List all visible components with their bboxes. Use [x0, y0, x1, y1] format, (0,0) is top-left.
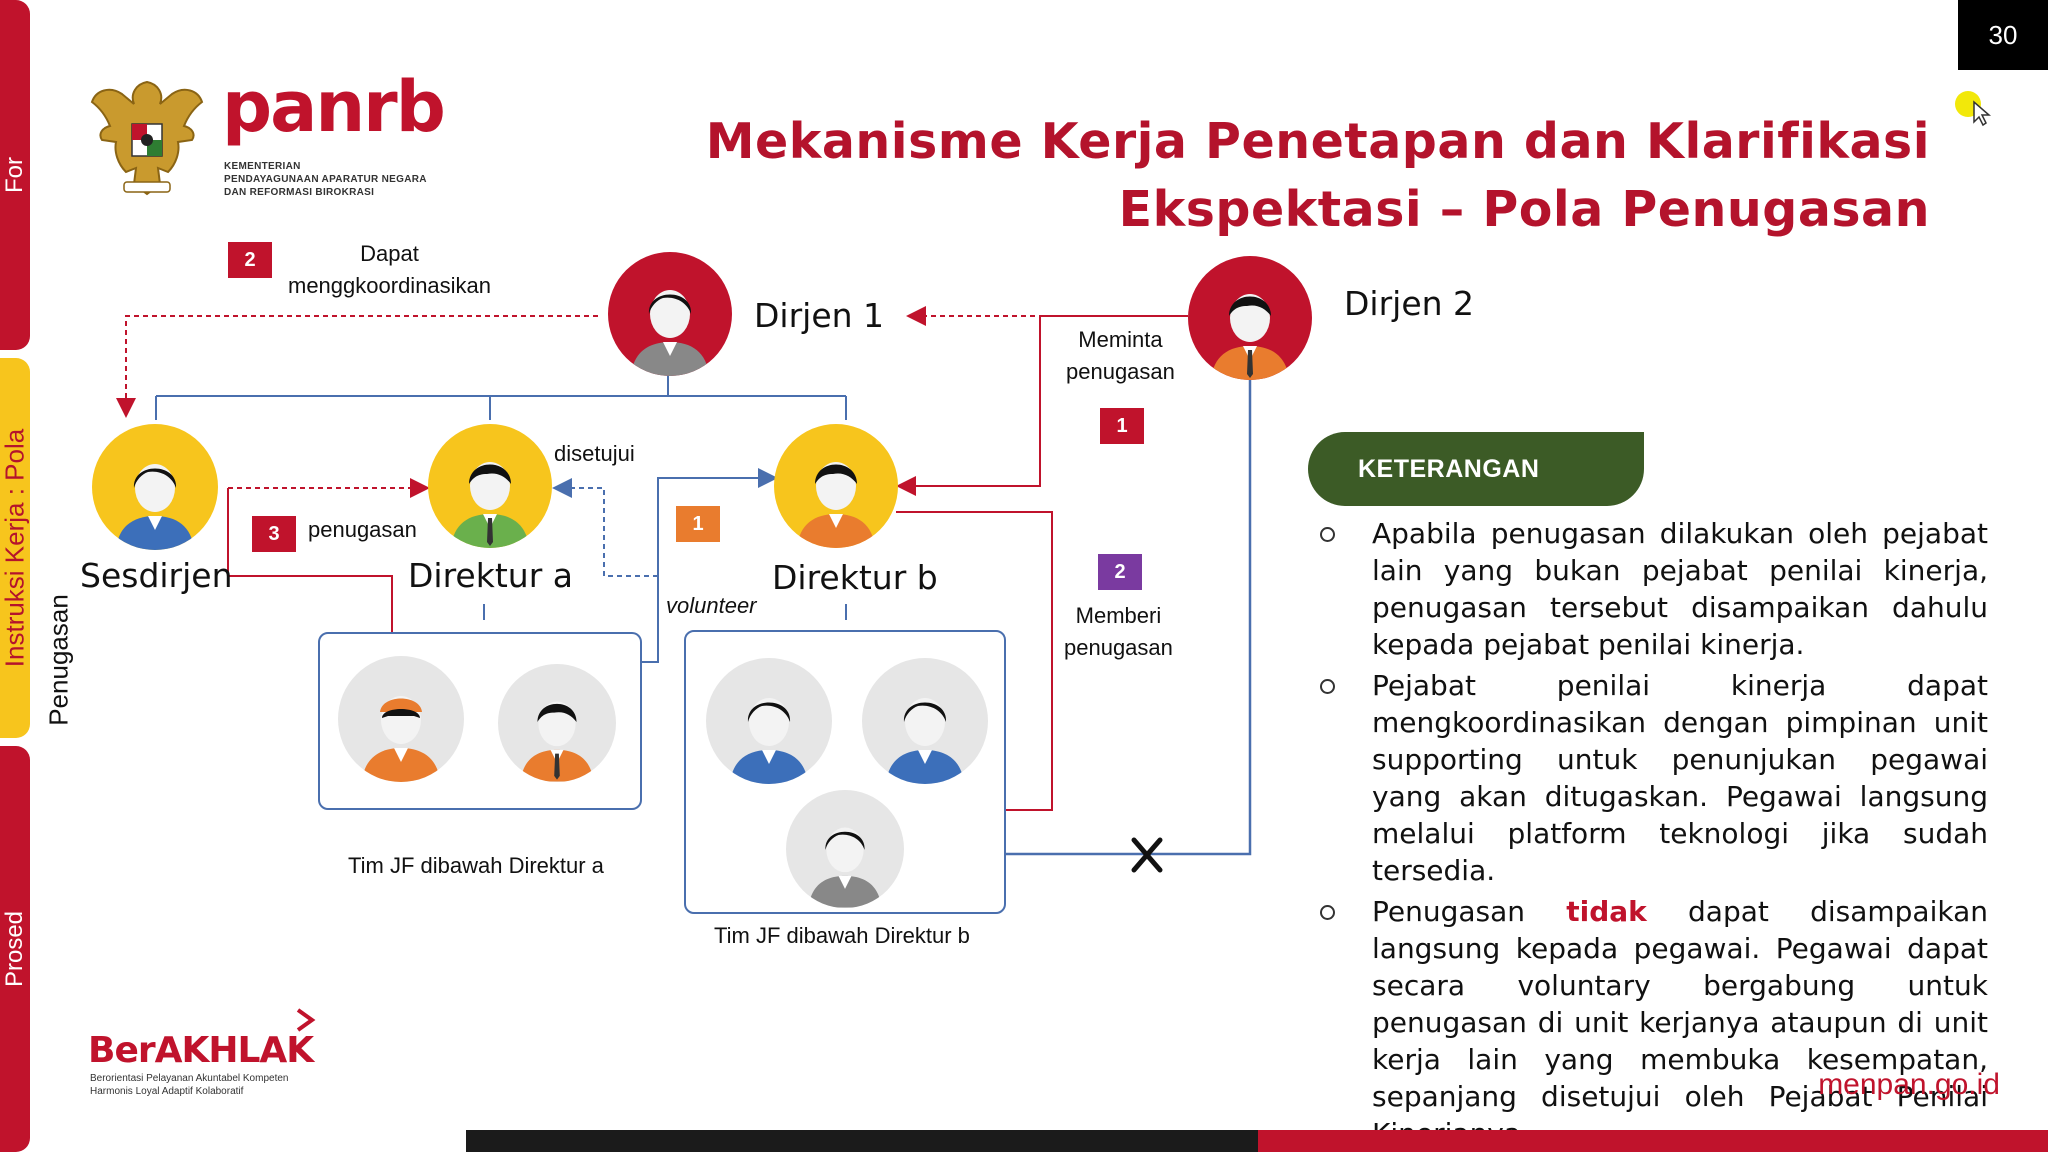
page-title-line2: Ekspektasi – Pola Penugasan — [1118, 181, 1930, 238]
label-direktur-a: Direktur a — [408, 556, 573, 595]
page-number: 30 — [1958, 0, 2048, 70]
berakhlak-tagline: Berorientasi Pelayanan Akuntabel Kompete… — [90, 1073, 289, 1097]
keterangan-item-3: Penugasan tidak dapat disampaikan langsu… — [1320, 893, 1988, 1152]
badge-penugasan: 3 — [252, 516, 296, 552]
bullet-circle-icon — [1320, 527, 1335, 542]
cursor-highlight-icon — [1955, 91, 1992, 127]
blocked-x-icon — [1131, 837, 1163, 873]
team-a-caption: Tim JF dibawah Direktur a — [348, 853, 604, 878]
avatar-team-b-3 — [786, 790, 904, 908]
avatar-team-b-1 — [706, 658, 832, 784]
connector-volunteer — [636, 468, 778, 663]
badge-dapat: 2 — [228, 242, 272, 278]
connector-disetujui — [552, 478, 658, 577]
keterangan-item-2: Pejabat penilai kinerja dapat mengkoordi… — [1320, 667, 1988, 889]
badge-memberi: 2 — [1098, 554, 1142, 590]
connector-dirjen2-blocked — [905, 376, 1252, 867]
avatar-sesdirjen — [92, 424, 218, 550]
keterangan-item-1: Apabila penugasan dilakukan oleh pejabat… — [1320, 515, 1988, 663]
annotation-volunteer: volunteer — [666, 593, 757, 618]
annotation-dapat-koordinasi: Dapat menggkoordinasikan — [288, 241, 492, 298]
website-link[interactable]: menpan.go.id — [1818, 1068, 2000, 1101]
connector-dapat-koordinasi — [116, 315, 598, 418]
page-title-line1: Mekanisme Kerja Penetapan dan Klarifikas… — [705, 113, 1930, 170]
panrb-logo: panrb — [222, 66, 446, 148]
avatar-dirjen2 — [1188, 256, 1312, 380]
berakhlak-chevron-icon — [296, 1008, 316, 1032]
bullet-circle-icon — [1320, 679, 1335, 694]
connector-penugasan-team-a — [227, 488, 402, 666]
badge-volunteer: 1 — [676, 506, 720, 542]
connector-meminta-penugasan — [896, 315, 1188, 496]
annotation-meminta-penugasan: Meminta penugasan — [1066, 327, 1175, 384]
side-tab-bottom[interactable]: Prosed — [0, 746, 30, 1152]
label-dirjen2: Dirjen 2 — [1344, 284, 1475, 323]
person-female-icon — [730, 698, 808, 784]
annotation-memberi-penugasan: Memberi penugasan — [1064, 603, 1173, 660]
avatar-dirjen1 — [608, 252, 732, 376]
person-male-icon — [520, 701, 594, 782]
label-direktur-b: Direktur b — [772, 558, 938, 597]
annotation-penugasan: penugasan — [308, 517, 417, 542]
keterangan-list: Apabila penugasan dilakukan oleh pejabat… — [1320, 515, 1988, 1152]
person-female-icon — [631, 290, 709, 376]
page-title: Mekanisme Kerja Penetapan dan Klarifikas… — [706, 108, 1930, 244]
avatar-direktur-b — [774, 424, 898, 548]
badge-meminta: 1 — [1100, 408, 1144, 444]
person-female-icon — [116, 464, 194, 550]
hierarchy-lines — [155, 356, 847, 620]
avatar-team-a-1 — [338, 656, 464, 782]
person-female-icon — [808, 827, 882, 908]
avatar-team-b-2 — [862, 658, 988, 784]
person-male-icon — [797, 462, 875, 548]
label-dirjen1: Dirjen 1 — [754, 296, 885, 335]
person-female-icon — [886, 698, 964, 784]
person-female-icon — [362, 696, 440, 782]
team-b-caption: Tim JF dibawah Direktur b — [714, 923, 970, 948]
side-tab-top[interactable]: For — [0, 0, 30, 350]
avatar-direktur-a — [428, 424, 552, 548]
person-male-icon — [1211, 294, 1289, 380]
label-sesdirjen: Sesdirjen — [80, 556, 233, 595]
keyword-tidak: tidak — [1566, 895, 1647, 928]
avatar-team-a-2 — [498, 664, 616, 782]
footer-bar-red — [1258, 1130, 2048, 1152]
garuda-emblem-icon — [90, 80, 204, 196]
person-male-icon — [451, 462, 529, 548]
annotation-disetujui: disetujui — [554, 441, 635, 466]
keterangan-header: KETERANGAN — [1308, 432, 1644, 506]
panrb-logo-subtitle: KEMENTERIAN PENDAYAGUNAAN APARATUR NEGAR… — [224, 161, 427, 198]
bullet-circle-icon — [1320, 905, 1335, 920]
side-tab-middle[interactable]: Instruksi Kerja : Pola — [0, 358, 30, 738]
footer-bar-dark — [466, 1130, 1258, 1152]
berakhlak-logo: BerAKHLAK — [88, 1030, 314, 1071]
